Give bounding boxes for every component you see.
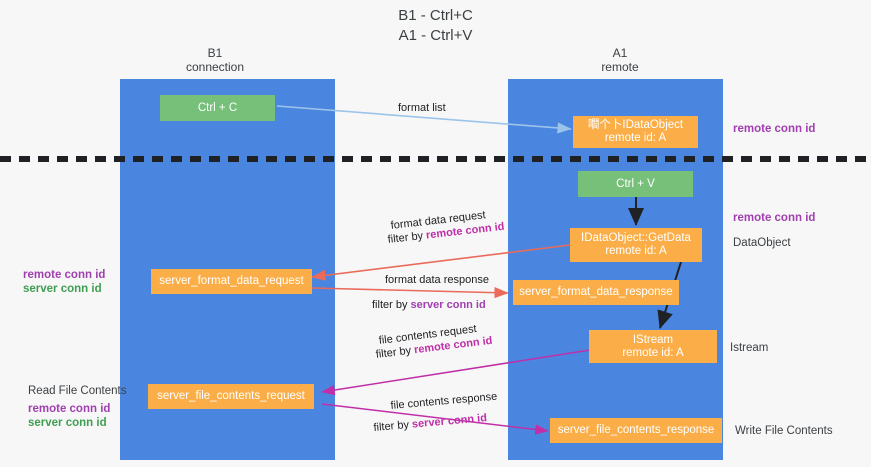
node-ctrl-c[interactable]: Ctrl + C	[160, 95, 275, 121]
node-server-file-contents-request[interactable]: server_file_contents_request	[148, 384, 314, 409]
side-label-istream: Istream	[730, 342, 769, 354]
column-header-b1-sub: connection	[185, 60, 245, 74]
node-idataobject-label: 嚪个卜IDataObject	[587, 119, 684, 131]
filter-prefix: filter by	[372, 299, 411, 311]
side-label-left-server-conn-id-mid: server conn id	[23, 283, 102, 295]
node-istream[interactable]: IStream remote id: A	[589, 330, 717, 363]
filter-value-server-conn-id: server conn id	[410, 299, 486, 311]
side-label-dataobject: DataObject	[733, 237, 791, 249]
node-server-format-data-response[interactable]: server_format_data_response	[513, 280, 679, 305]
node-server-file-contents-response[interactable]: server_file_contents_response	[550, 418, 722, 443]
side-label-left-remote-conn-id-bottom: remote conn id	[28, 403, 111, 415]
side-label-write-file-contents: Write File Contents	[735, 425, 833, 437]
column-header-a1-name: A1	[612, 46, 628, 60]
side-label-read-file-contents: Read File Contents	[28, 385, 127, 397]
filter-prefix: filter by	[375, 344, 415, 361]
node-server-format-data-request-label: server_format_data_request	[159, 275, 304, 287]
side-label-left-server-conn-id-bottom: server conn id	[28, 417, 107, 429]
arrow-label-file-contents-response-filter: filter by server conn id	[373, 411, 488, 435]
column-header-b1: B1 connection	[155, 46, 275, 74]
arrow-label-file-contents-response: file contents response	[390, 390, 498, 412]
side-label-remote-conn-id-mid: remote conn id	[733, 212, 816, 224]
column-header-a1: A1 remote	[560, 46, 680, 74]
node-idataobject[interactable]: 嚪个卜IDataObject remote id: A	[573, 116, 698, 148]
node-getdata-label: IDataObject::GetData	[581, 232, 691, 244]
column-header-b1-name: B1	[207, 46, 223, 60]
node-ctrl-v-label: Ctrl + V	[616, 177, 655, 190]
column-header-a1-sub: remote	[601, 60, 639, 74]
node-server-file-contents-request-label: server_file_contents_request	[157, 390, 305, 402]
node-istream-remote-id: remote id: A	[622, 346, 684, 359]
node-idataobject-getdata[interactable]: IDataObject::GetData remote id: A	[570, 228, 702, 262]
node-istream-label: IStream	[632, 333, 674, 346]
filter-prefix: filter by	[387, 229, 427, 246]
node-getdata-remote-id: remote id: A	[605, 245, 667, 257]
side-label-remote-conn-id-top: remote conn id	[733, 123, 816, 135]
arrow-label-format-data-response-filter: filter by server conn id	[372, 298, 486, 312]
node-server-format-data-response-label: server_format_data_response	[519, 286, 673, 298]
node-server-file-contents-response-label: server_file_contents_response	[557, 424, 715, 436]
diagram-title: B1 - Ctrl+C A1 - Ctrl+V	[398, 7, 473, 44]
dashed-separator	[0, 156, 871, 162]
side-label-left-remote-conn-id-mid: remote conn id	[23, 269, 106, 281]
filter-value-server-conn-id: server conn id	[411, 412, 488, 431]
filter-prefix: filter by	[373, 418, 413, 434]
node-ctrl-v[interactable]: Ctrl + V	[578, 171, 693, 197]
arrow-label-format-data-response: format data response	[385, 274, 489, 286]
node-ctrl-c-label: Ctrl + C	[197, 101, 238, 114]
node-server-format-data-request[interactable]: server_format_data_request	[151, 269, 312, 294]
node-idataobject-remote-id: remote id: A	[604, 132, 667, 144]
arrow-label-format-list: format list	[398, 102, 446, 114]
